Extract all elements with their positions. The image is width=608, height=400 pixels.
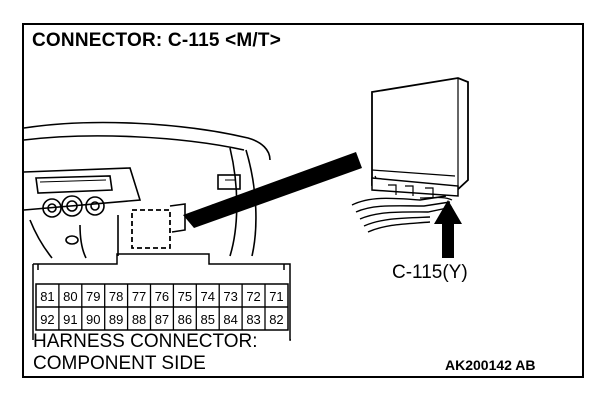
pin-number: 73 xyxy=(223,289,237,304)
harness-caption: HARNESS CONNECTOR: COMPONENT SIDE xyxy=(33,331,258,375)
pin-number: 74 xyxy=(201,289,215,304)
pin-number: 83 xyxy=(246,312,260,327)
pin-number: 88 xyxy=(132,312,146,327)
pin-grid: 81 80 79 78 77 76 75 74 73 72 71 92 91 90 89 88 87 86 85 84… xyxy=(40,284,284,330)
pin-number: 86 xyxy=(178,312,192,327)
pin-number: 87 xyxy=(155,312,169,327)
harness-caption-line2: COMPONENT SIDE xyxy=(33,353,206,374)
pin-number: 76 xyxy=(155,289,169,304)
dashboard-illustration xyxy=(23,121,271,259)
pin-number: 80 xyxy=(63,289,77,304)
pin-number: 85 xyxy=(201,312,215,327)
pin-number: 81 xyxy=(40,289,54,304)
pin-number: 82 xyxy=(269,312,283,327)
up-arrow-icon xyxy=(434,200,462,258)
pin-number: 92 xyxy=(40,312,54,327)
pin-number: 78 xyxy=(109,289,123,304)
pin-number: 91 xyxy=(63,312,77,327)
connector-label: C-115(Y) xyxy=(392,262,468,283)
pin-number: 72 xyxy=(246,289,260,304)
zoom-wedge xyxy=(183,152,362,228)
figure-code: AK200142 AB xyxy=(445,357,536,373)
pin-number: 75 xyxy=(178,289,192,304)
pin-number: 71 xyxy=(269,289,283,304)
pin-number: 84 xyxy=(223,312,237,327)
pin-number: 77 xyxy=(132,289,146,304)
pin-number: 79 xyxy=(86,289,100,304)
harness-connector xyxy=(32,253,291,341)
pin-number: 89 xyxy=(109,312,123,327)
diagram-frame xyxy=(22,23,584,378)
harness-caption-line1: HARNESS CONNECTOR: xyxy=(33,331,258,352)
ecu-module xyxy=(351,77,469,233)
diagram-title: CONNECTOR: C-115 <M/T> xyxy=(32,30,281,51)
pin-number: 90 xyxy=(86,312,100,327)
